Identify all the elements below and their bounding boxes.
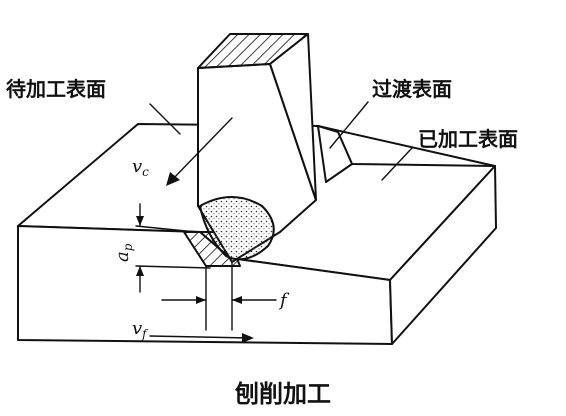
tool-right-face — [269, 33, 317, 201]
symbol-depth-of-cut: ap — [112, 243, 135, 262]
cutting-speed-arrow — [166, 117, 233, 186]
leader-surface-to-machine — [149, 103, 181, 135]
depth-of-cut-dimension — [135, 203, 211, 293]
symbol-feed-speed: vf — [132, 318, 149, 341]
label-transition-surface: 过渡表面 — [372, 77, 452, 101]
leader-machined-surface — [381, 147, 413, 181]
diagram-caption: 刨削加工 — [234, 380, 331, 408]
planing-tool — [197, 33, 317, 263]
label-surface-to-machine: 待加工表面 — [6, 77, 106, 101]
workpiece-right-face — [389, 165, 497, 345]
transition-surface — [317, 125, 353, 183]
label-machined-surface: 已加工表面 — [418, 127, 518, 151]
leader-transition-surface — [329, 101, 369, 149]
feed-dimension — [161, 261, 277, 331]
tool-cutting-face — [199, 196, 275, 261]
symbol-cutting-speed: vc — [132, 156, 149, 179]
feed-speed-arrow — [149, 333, 254, 343]
